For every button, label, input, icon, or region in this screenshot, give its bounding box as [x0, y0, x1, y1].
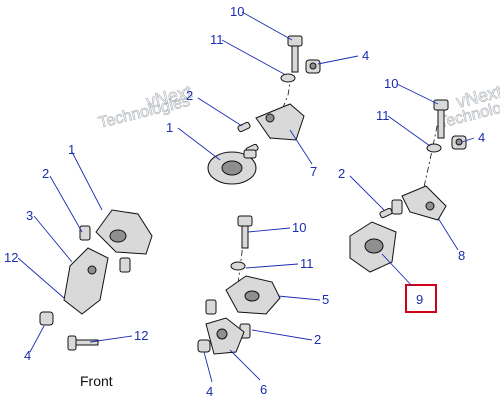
nut-icon: [197, 339, 211, 353]
callout-label: 12: [134, 328, 148, 343]
nut-icon: [451, 135, 467, 150]
highlight-box: [405, 284, 437, 313]
front-label: Front: [80, 373, 113, 389]
bracket-icon: [205, 317, 245, 355]
callout-label: 8: [458, 248, 465, 263]
engine-mount-icon: [349, 221, 397, 273]
watermark-center: vNext Technologies: [97, 81, 194, 132]
callout-labels: 10 11 4 2 1 7 10 11 4 2 8 9 1 2 3 12 4 1…: [4, 4, 485, 399]
screw-icon: [379, 199, 403, 219]
bolt-icon: [287, 35, 303, 73]
callout-label: 2: [42, 166, 49, 181]
bolt-icon: [237, 215, 253, 249]
callout-label: 6: [260, 382, 267, 397]
bolt-icon: [433, 99, 449, 139]
washer-icon: [426, 143, 442, 153]
nut-icon: [39, 311, 54, 326]
callout-label: 9: [416, 292, 423, 307]
bracket-hole-icon: [265, 113, 275, 123]
callout-label: 10: [384, 76, 398, 91]
bracket-icon: [255, 103, 305, 141]
assembly-a: [207, 35, 321, 185]
callout-label: 12: [4, 250, 18, 265]
callout-label: 11: [300, 256, 314, 271]
callout-label: 4: [478, 130, 485, 145]
callout-label: 1: [166, 120, 173, 135]
callout-label: 4: [24, 348, 31, 363]
callout-label: 1: [68, 142, 75, 157]
callout-label: 4: [362, 48, 369, 63]
washer-icon: [230, 261, 246, 271]
nut-icon: [305, 59, 321, 74]
assembly-c: [39, 209, 153, 351]
washer-icon: [280, 73, 296, 83]
bracket-icon: [63, 247, 109, 315]
engine-mount-icon: [95, 209, 153, 255]
engine-mount-icon: [207, 149, 257, 185]
callout-label: 5: [322, 292, 329, 307]
callout-label: 10: [230, 4, 244, 19]
watermark-text-2: Technologies: [97, 93, 192, 132]
bracket-hole-icon: [425, 201, 435, 211]
callout-label: 4: [206, 384, 213, 399]
callout-label: 3: [26, 208, 33, 223]
callout-label: 11: [210, 32, 224, 47]
engine-mount-icon: [225, 275, 281, 315]
callout-label: 7: [310, 164, 317, 179]
callout-label: 2: [314, 332, 321, 347]
assembly-b: [349, 99, 467, 313]
bracket-icon: [401, 185, 447, 221]
callout-label: 2: [338, 166, 345, 181]
callout-label: 10: [292, 220, 306, 235]
leader-lines: [17, 11, 475, 383]
bolt-icon: [67, 335, 99, 351]
screw-icon: [237, 121, 259, 155]
callout-label: 11: [376, 108, 390, 123]
callout-label: 2: [186, 88, 193, 103]
screw-icon: [79, 225, 131, 273]
assembly-d: [197, 215, 281, 355]
